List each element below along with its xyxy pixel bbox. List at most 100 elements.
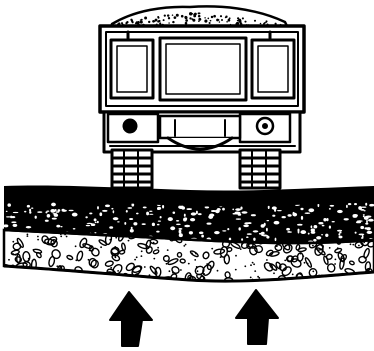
base-speck xyxy=(199,231,203,234)
chassis xyxy=(104,112,300,152)
base-speck xyxy=(253,230,259,232)
base-speck xyxy=(26,226,31,228)
base-speck xyxy=(365,203,367,206)
base-speck xyxy=(242,211,248,214)
gravel-dot xyxy=(74,274,76,276)
base-speck xyxy=(325,234,328,237)
base-speck xyxy=(235,208,241,211)
left-dual-wheels xyxy=(112,150,152,188)
pavement-section xyxy=(3,185,374,284)
gravel-dot xyxy=(8,259,10,261)
base-speck xyxy=(97,206,99,209)
base-speck xyxy=(113,210,115,213)
base-speck xyxy=(338,236,342,239)
gravel-dot xyxy=(241,243,243,245)
gravel-dot xyxy=(194,259,196,261)
base-speck xyxy=(355,232,357,234)
center-window xyxy=(160,38,246,100)
heap-speck xyxy=(242,17,244,19)
heap-speck xyxy=(265,20,267,22)
heap-speck xyxy=(185,16,188,19)
base-speck xyxy=(146,212,149,216)
heap-speck xyxy=(226,21,228,23)
gravel-dot xyxy=(284,260,286,262)
base-speck xyxy=(29,209,31,212)
gravel-stone xyxy=(37,274,44,281)
base-speck xyxy=(52,218,57,220)
base-speck xyxy=(229,238,231,241)
gravel-dot xyxy=(12,253,14,255)
base-speck xyxy=(179,233,183,237)
base-speck xyxy=(311,225,313,228)
base-speck xyxy=(117,221,120,222)
gravel-dot xyxy=(335,259,337,261)
base-speck xyxy=(94,232,96,233)
heap-speck xyxy=(163,19,165,21)
heap-speck xyxy=(158,20,160,22)
gravel-stone xyxy=(40,276,50,281)
gravel-dot xyxy=(250,277,252,279)
heap-speck xyxy=(239,22,241,24)
gravel-dot xyxy=(276,245,278,247)
base-speck xyxy=(356,221,361,223)
base-speck xyxy=(47,214,51,218)
base-speck xyxy=(247,233,252,235)
base-speck xyxy=(89,212,92,214)
heap-speck xyxy=(172,21,174,23)
base-speck xyxy=(56,211,60,213)
gravel-dot xyxy=(72,277,74,279)
heap-speck xyxy=(164,14,166,16)
gravel-dot xyxy=(329,247,331,249)
heap-speck xyxy=(136,21,138,23)
base-speck xyxy=(208,215,213,219)
gravel-dot xyxy=(167,249,169,251)
gravel-dot xyxy=(100,246,102,248)
heap-speck xyxy=(192,19,195,22)
heap-speck xyxy=(204,20,207,23)
base-speck xyxy=(354,203,357,205)
base-speck xyxy=(60,226,62,227)
base-speck xyxy=(287,214,291,217)
gravel-dot xyxy=(165,255,167,257)
gravel-dot xyxy=(292,274,294,276)
base-speck xyxy=(186,208,192,210)
base-speck xyxy=(45,211,47,213)
gravel-dot xyxy=(180,269,182,271)
gravel-stone xyxy=(71,274,76,282)
gravel-stone xyxy=(101,274,110,283)
base-speck xyxy=(201,235,204,238)
heap-speck xyxy=(207,18,209,20)
gravel-dot xyxy=(316,245,318,247)
base-speck xyxy=(329,225,331,228)
gravel-dot xyxy=(110,267,112,269)
base-speck xyxy=(184,217,187,220)
gravel-dot xyxy=(300,253,302,255)
base-speck xyxy=(149,211,152,212)
base-speck xyxy=(227,228,229,230)
heap-speck xyxy=(225,17,227,19)
base-speck xyxy=(359,233,365,235)
base-speck xyxy=(344,218,349,220)
gravel-dot xyxy=(266,259,268,261)
base-speck xyxy=(300,208,303,210)
gravel-dot xyxy=(172,272,174,274)
gravel-dot xyxy=(8,273,10,275)
base-speck xyxy=(94,218,97,221)
base-speck xyxy=(13,224,18,227)
base-speck xyxy=(368,219,374,222)
gravel-dot xyxy=(235,269,237,271)
base-speck xyxy=(109,226,113,229)
base-speck xyxy=(157,207,160,210)
base-speck xyxy=(286,228,290,231)
heap-speck xyxy=(260,23,262,25)
base-speck xyxy=(339,232,341,234)
left-up-arrow-icon xyxy=(110,292,152,346)
base-speck xyxy=(238,227,240,230)
base-speck xyxy=(301,216,303,220)
base-speck xyxy=(85,216,87,218)
gravel-dot xyxy=(307,263,309,265)
gravel-dot xyxy=(185,244,187,246)
gravel-dot xyxy=(31,270,33,272)
base-speck xyxy=(73,228,76,230)
base-speck xyxy=(37,211,42,213)
